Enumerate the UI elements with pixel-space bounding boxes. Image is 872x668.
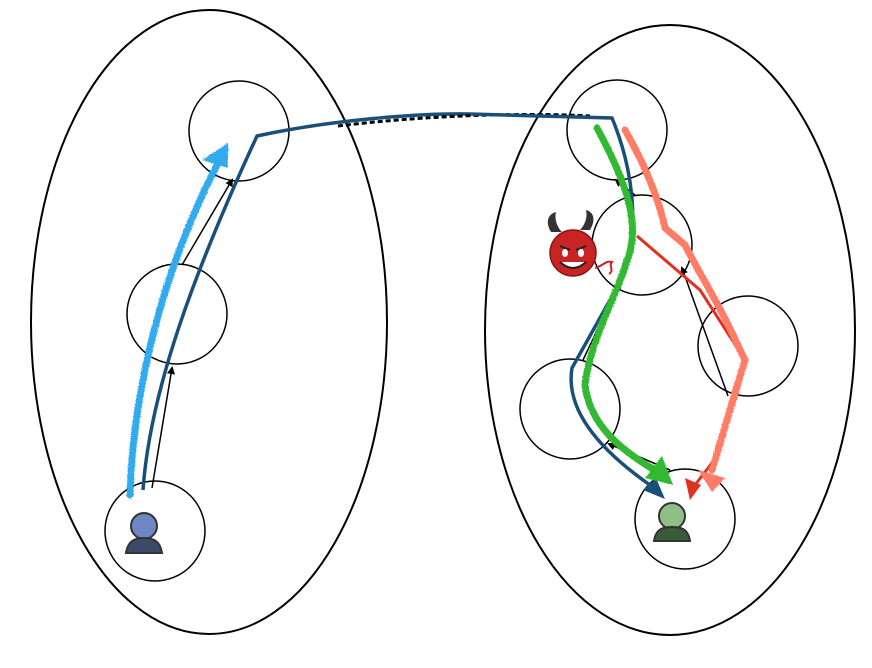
node-r-upper-mid: [591, 194, 693, 296]
link-arrow: [181, 178, 234, 266]
salmon-route-arrowhead: [698, 470, 725, 492]
sender-highlight-path: [126, 146, 229, 499]
red-route-path: [636, 234, 747, 486]
link-arrow: [680, 266, 729, 397]
link-arrow: [151, 366, 175, 489]
node-l-mid: [126, 263, 228, 365]
legit-route-path-right: [469, 112, 652, 487]
receiver-person-icon: [652, 502, 692, 542]
node-r-right: [697, 295, 799, 397]
left-network-ellipse: [30, 9, 388, 635]
devil-icon: [547, 210, 614, 277]
node-l-bottom: [104, 480, 206, 582]
legit-route-arrowhead: [643, 478, 665, 499]
salmon-route-path: [621, 126, 749, 474]
green-route-path: [581, 124, 662, 476]
sender-person-icon: [124, 512, 164, 554]
right-network-ellipse: [484, 24, 856, 636]
node-r-bottom: [634, 468, 736, 570]
red-route-arrowhead: [685, 478, 701, 500]
green-route-arrowhead: [645, 456, 673, 485]
node-r-left: [519, 358, 621, 460]
legit-route-path: [141, 112, 471, 491]
sender-highlight-arrowhead: [202, 143, 228, 168]
